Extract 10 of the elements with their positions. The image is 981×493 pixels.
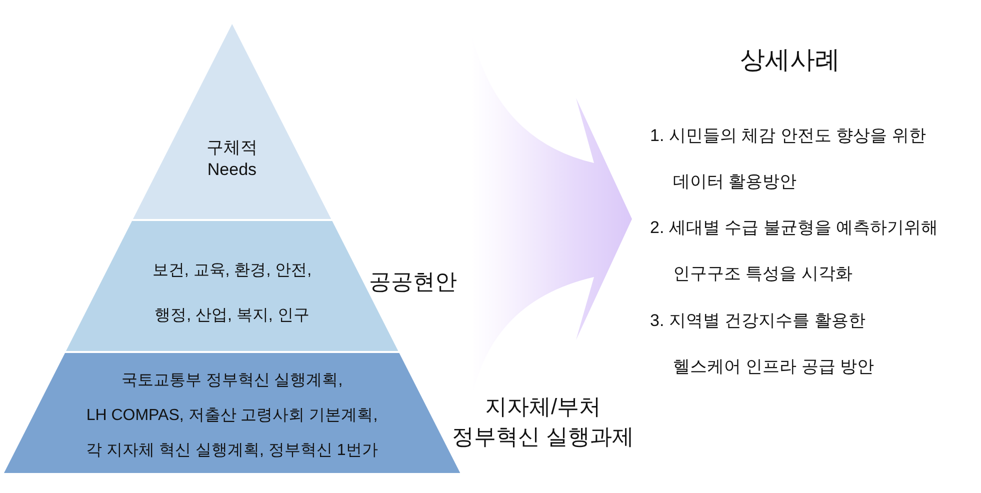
tier-text: 보건, 교육, 환경, 안전, 행정, 산업, 복지, 인구 (152, 261, 312, 326)
list-item: 3. 지역별 건강지수를 활용한 헬스케어 인프라 공급 방안 (650, 310, 874, 378)
side-label: 지자체/부처 정부혁신 실행과제 (452, 393, 634, 451)
section-heading: 상세사례 (740, 45, 840, 76)
tier-text: 구체적 Needs (206, 137, 258, 181)
side-label: 공공현안 (369, 268, 457, 296)
list-item: 2. 세대별 수급 불균형을 예측하기위해 인구구조 특성을 시각화 (650, 217, 938, 285)
list-item: 1. 시민들의 체감 안전도 향상을 위한 데이터 활용방안 (650, 125, 926, 193)
tier-text: 국토교통부 정부혁신 실행계획, LH COMPAS, 저출산 고령사회 기본계획, 각 지자체 혁신 실행계획, 정부혁신 1번가 (86, 371, 378, 461)
pyramid-top-triangle (132, 24, 332, 219)
